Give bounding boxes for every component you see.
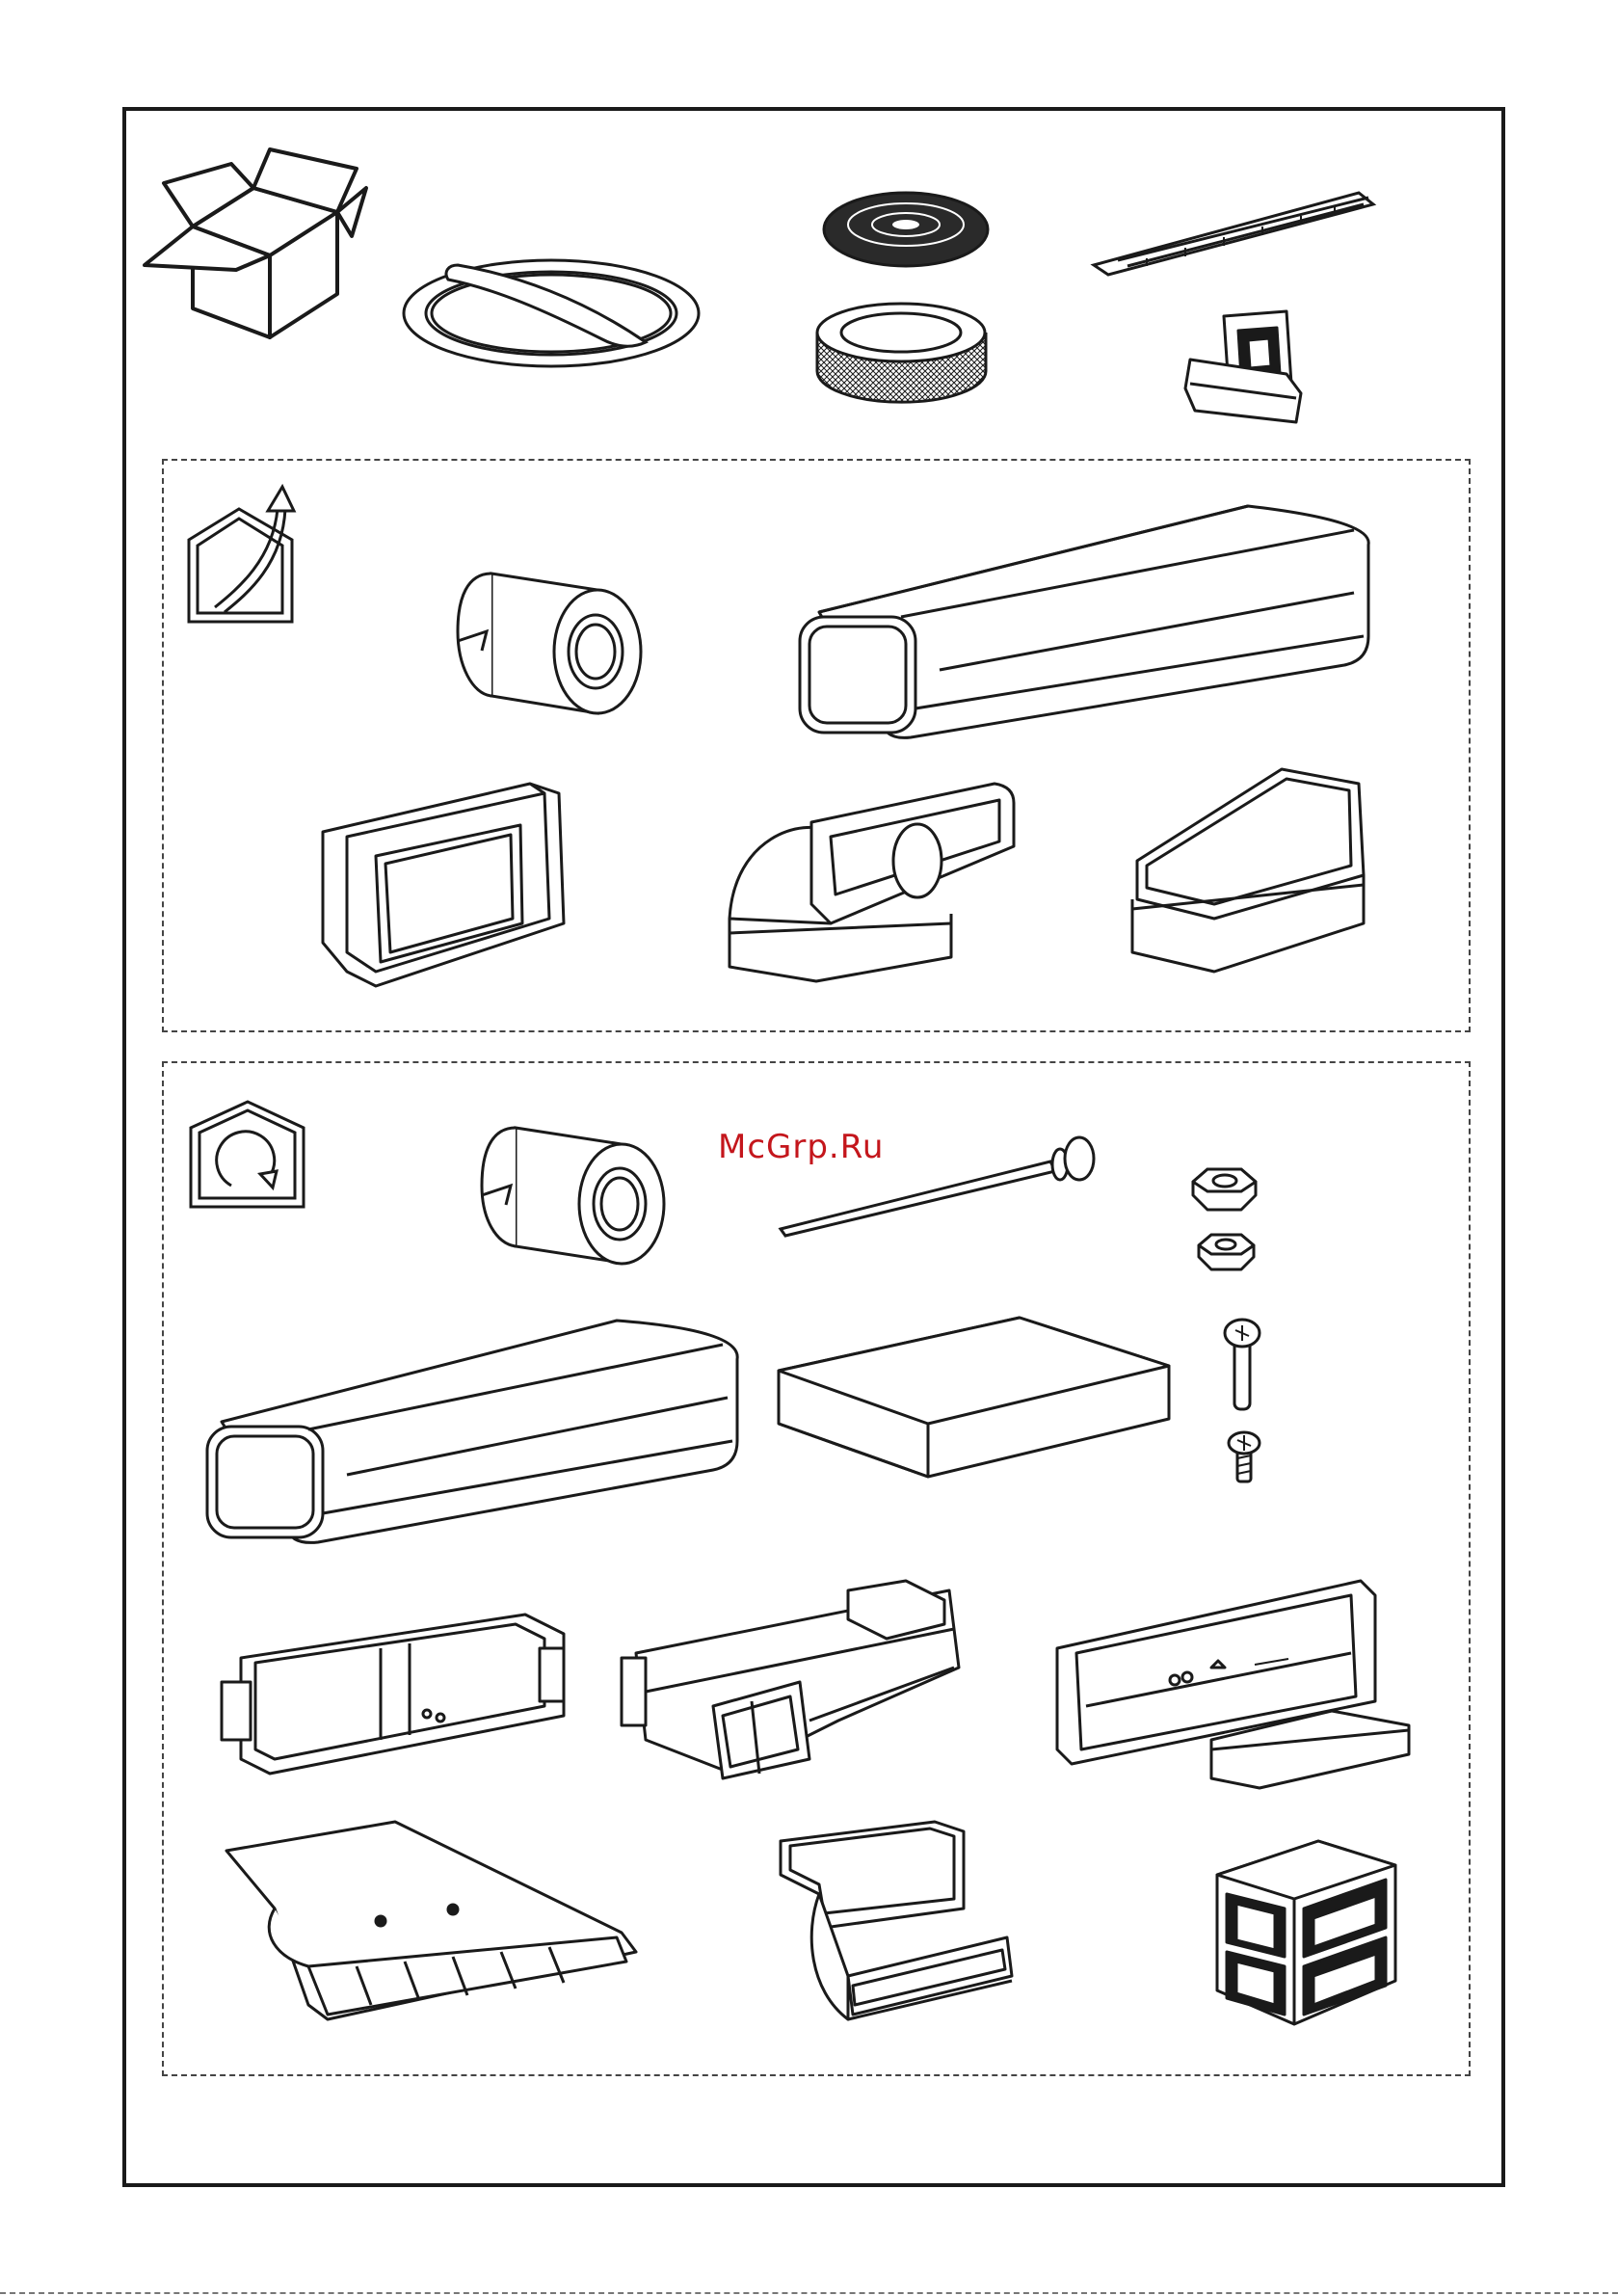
hex-nut-large-icon	[1188, 1164, 1260, 1215]
house-arrow-out-icon	[186, 482, 297, 627]
long-screw-icon	[1221, 1316, 1264, 1412]
wall-outlet-adapter-icon	[318, 779, 569, 991]
sealing-tape-roll-icon	[819, 181, 993, 278]
adhesive-strip-icon	[1089, 183, 1378, 275]
flat-duct-long-icon	[795, 501, 1378, 742]
house-recirculate-icon	[188, 1099, 308, 1210]
flat-duct-elbow-icon	[725, 779, 1019, 986]
duct-adapter-d-icon	[222, 1817, 641, 2024]
charcoal-filter-block-icon	[1212, 1836, 1400, 2029]
flat-to-angled-connector-icon	[1127, 764, 1368, 976]
duct-adapter-b-icon	[617, 1576, 968, 1783]
charcoal-filter-round-icon	[812, 299, 991, 410]
flat-duct-long-icon	[202, 1316, 747, 1547]
flat-duct-vertical-elbow-icon	[776, 1817, 1017, 2034]
hex-nut-small-icon	[1195, 1231, 1258, 1273]
short-screw-icon	[1226, 1429, 1264, 1485]
duct-adapter-a-icon	[217, 1610, 569, 1778]
watermark-text: McGrp.Ru	[718, 1128, 884, 1166]
duct-adapter-c-icon	[1043, 1576, 1414, 1793]
aluminium-tape-roll-icon	[453, 569, 646, 718]
flat-duct-short-icon	[774, 1313, 1174, 1482]
round-adapter-plate-icon	[400, 251, 703, 371]
cardboard-box-icon	[140, 145, 371, 342]
bottom-divider	[0, 2292, 1618, 2294]
aluminium-tape-roll-icon	[477, 1123, 670, 1268]
mounting-clip-icon	[1180, 307, 1311, 427]
